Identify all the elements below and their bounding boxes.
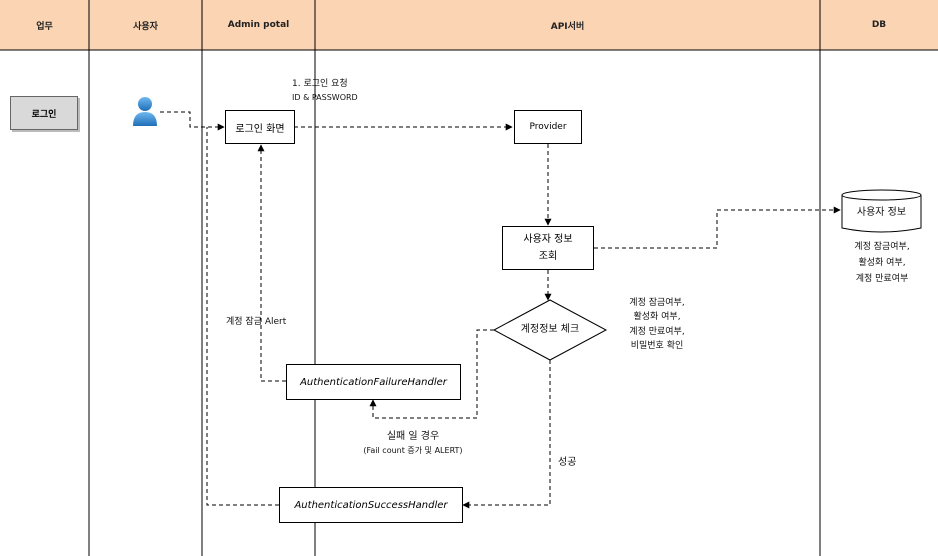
arrow-success-return [206,127,279,506]
failure-note-line-2: (Fail count 증가 및 ALERT) [363,446,463,455]
arrow-lookup-to-db [594,206,841,249]
arrow-user-to-login [160,111,225,131]
db-item: 계정 만료여부 [855,273,909,284]
arrow-failure-to-login [257,144,286,382]
check-item: 계정 만료여부, [629,326,685,337]
success-handler-box: AuthenticationSuccessHandler [279,487,463,523]
arrow-check-to-success [462,360,551,509]
user-icon [133,97,157,126]
failure-handler-box: AuthenticationFailureHandler [286,364,461,400]
header-band [0,0,938,50]
user-info-lookup-line-1: 사용자 정보 [523,234,573,245]
lane-header-work: 업무 [36,21,53,32]
request-line-1: 1. 로그인 요청 [292,79,348,89]
user-info-lookup-line-2: 조회 [538,251,558,262]
lane-header-db: DB [871,20,887,30]
check-item: 계정 잠금여부, [629,298,685,308]
provider-box: Provider [514,110,582,144]
lane-header-admin: Admin potal [227,20,290,30]
login-screen-box: 로그인 화면 [225,110,295,144]
arrow-check-to-failure [369,329,494,419]
db-item: 계정 잠금여부, [854,242,910,252]
db-user-info-label: 사용자 정보 [856,207,907,218]
failure-note-line-1: 실패 일 경우 [386,431,440,442]
request-line-2: ID & PASSWORD [292,92,358,102]
check-items-note: 계정 잠금여부, 활성화 여부, 계정 만료여부, 비밀번호 확인 [612,296,702,354]
check-item: 활성화 여부, [633,312,681,323]
success-note: 성공 [558,457,577,468]
lock-alert-note: 계정 잠금 Alert [226,317,287,327]
db-items-note: 계정 잠금여부, 활성화 여부, 계정 만료여부 [832,240,932,287]
lane-header-user: 사용자 [133,21,158,32]
check-label: 계정정보 체크 [520,324,580,335]
user-info-lookup-box: 사용자 정보 조회 [502,226,594,270]
lane-header-api: API서버 [550,21,585,32]
check-item: 비밀번호 확인 [630,341,684,352]
db-item: 활성화 여부, [858,257,906,268]
task-login: 로그인 [10,96,78,130]
failure-note: 실패 일 경우 (Fail count 증가 및 ALERT) [348,429,478,458]
request-annotation: 1. 로그인 요청 ID & PASSWORD [292,78,358,104]
database-icon [841,189,922,233]
